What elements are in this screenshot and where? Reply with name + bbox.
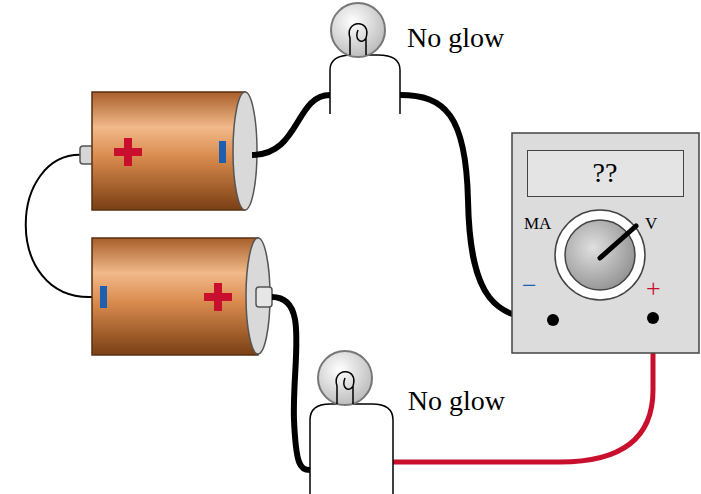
range-label: V — [645, 215, 657, 232]
battery-top — [80, 92, 257, 210]
terminal-sign: − — [522, 273, 537, 299]
bulb-top — [330, 3, 400, 114]
bulb-label: No glow — [408, 387, 505, 415]
multimeter: MA V − +?? — [512, 133, 699, 353]
bulb-bottom — [310, 351, 393, 494]
range-label: MA — [524, 215, 551, 232]
loop-wire — [26, 155, 92, 297]
bulb-label: No glow — [407, 24, 504, 52]
terminal-sign: + — [646, 276, 661, 302]
wire — [252, 95, 330, 155]
battery-bottom — [92, 238, 272, 355]
meter-display: ?? — [527, 150, 684, 197]
wire — [272, 297, 310, 470]
multimeter-body — [512, 133, 699, 353]
display-reading: ?? — [593, 159, 618, 187]
